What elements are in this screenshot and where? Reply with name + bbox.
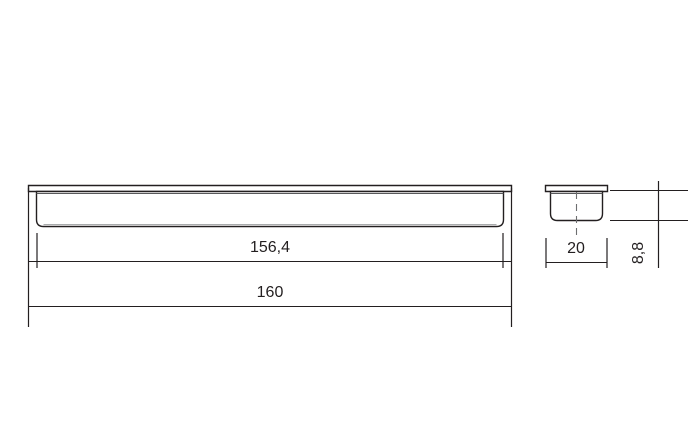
dimension-label-overall-length: 160 bbox=[257, 284, 284, 301]
front-elevation-view bbox=[27, 184, 513, 228]
section-flange-strip bbox=[544, 184, 609, 193]
dimension-label-inner-length: 156,4 bbox=[250, 239, 290, 256]
front-body-outline bbox=[35, 190, 505, 228]
dimension-label-profile-height: 8,8 bbox=[630, 242, 647, 264]
dimension-label-profile-width: 20 bbox=[567, 240, 585, 257]
front-dimension-lines bbox=[27, 188, 513, 327]
front-flange-strip bbox=[27, 184, 513, 193]
side-section-view bbox=[544, 184, 609, 238]
side-section-dimension-lines bbox=[545, 181, 688, 268]
